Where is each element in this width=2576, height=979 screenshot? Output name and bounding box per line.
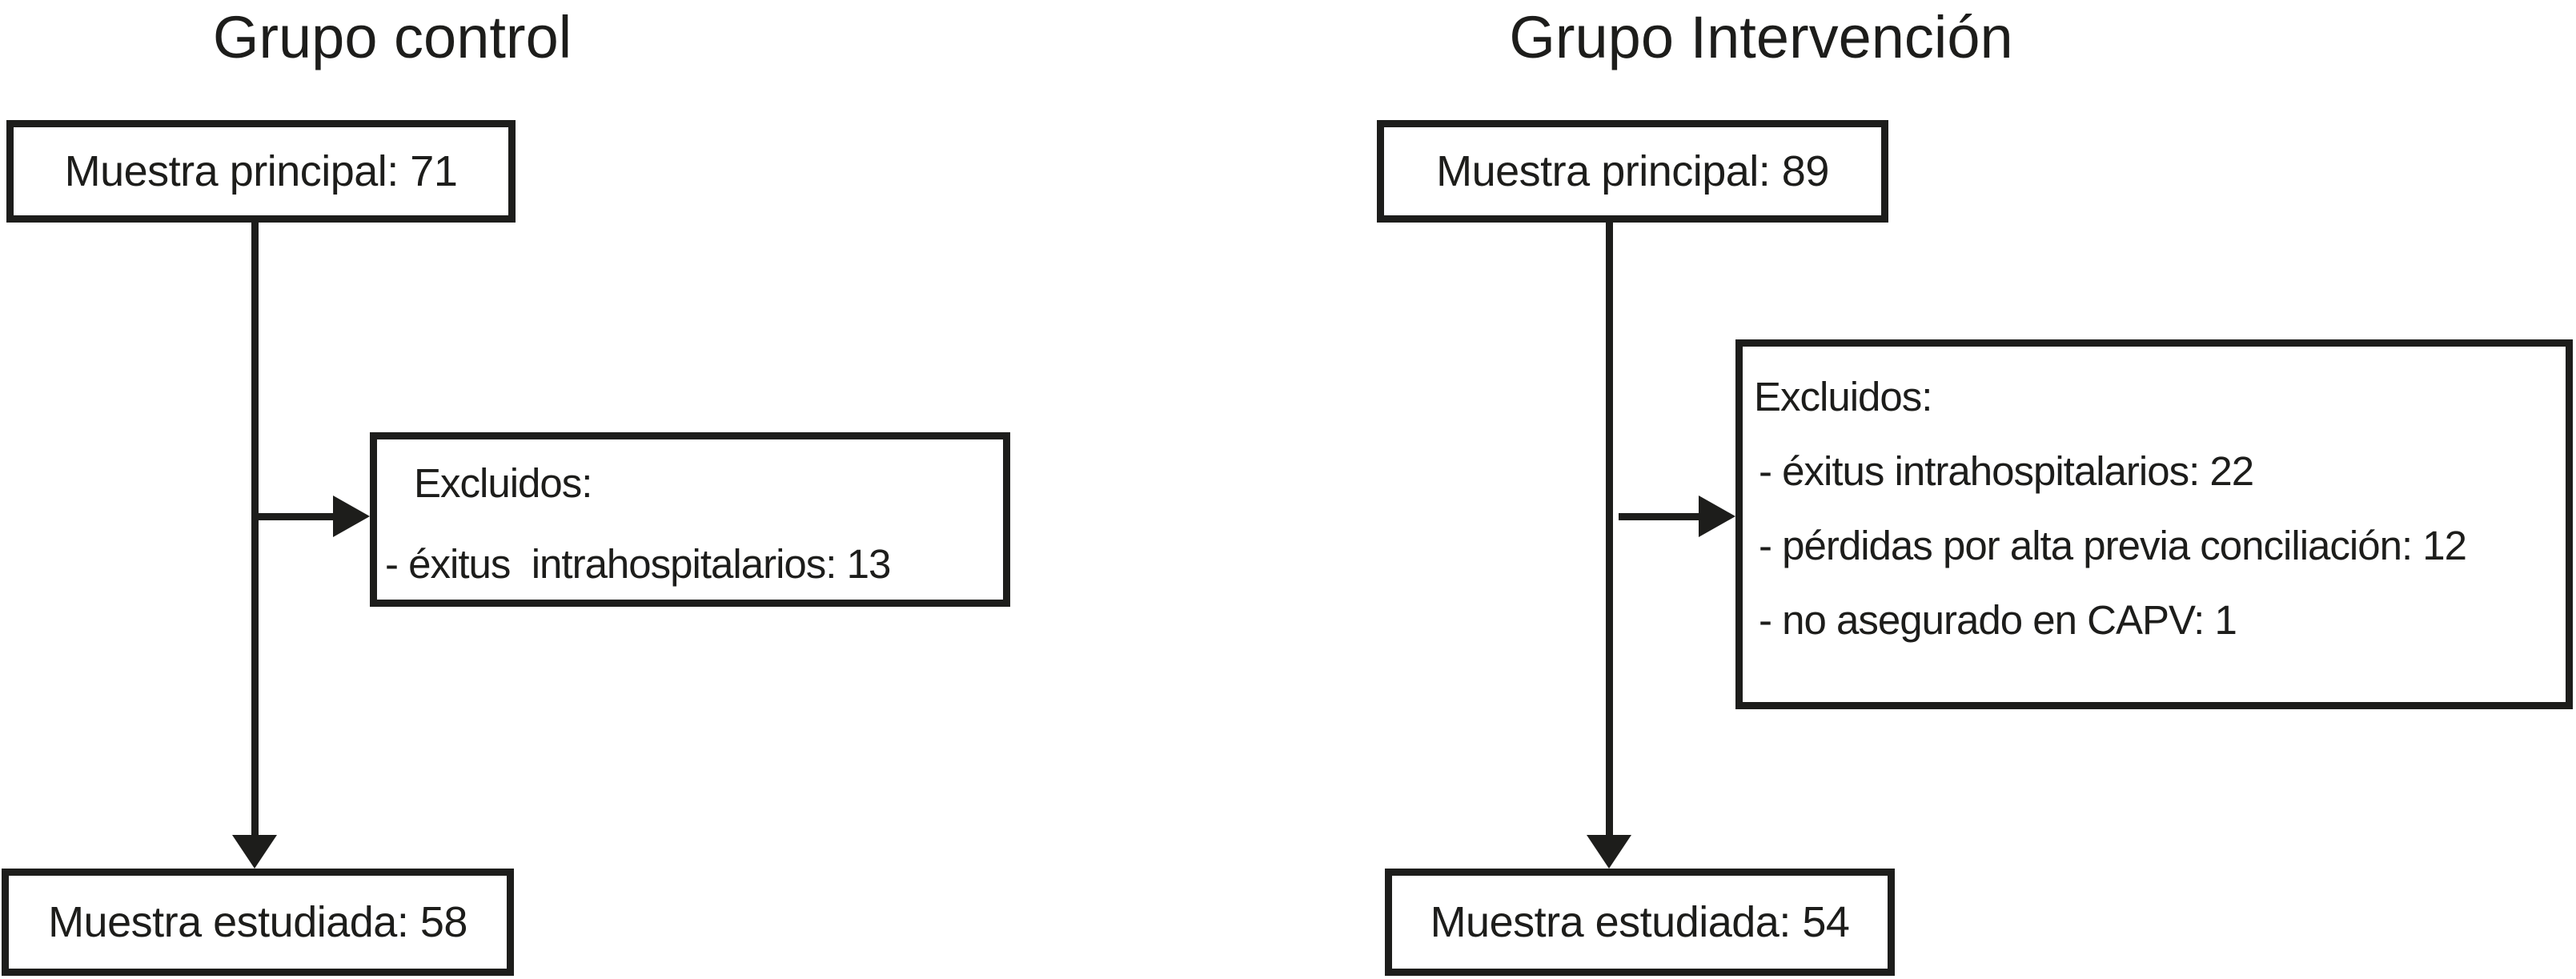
intervention-excluded-item: - éxitus intrahospitalarios: 22 [1759,448,2254,494]
control-excluded-header: Excluidos: [414,460,592,506]
intervention-main-sample-box: Muestra principal: 89 [1377,120,1888,223]
intervention-excluded-item: - pérdidas por alta previa conciliación:… [1759,523,2467,568]
intervention-excluded-box: Excluidos: - éxitus intrahospitalarios: … [1735,339,2573,709]
intervention-excluded-header: Excluidos: [1754,374,1932,419]
control-studied-sample-box: Muestra estudiada: 58 [2,869,514,976]
intervention-branch-connector [1619,513,1699,520]
control-branch-connector [251,513,339,520]
control-flow-vertical-connector [251,223,259,835]
intervention-arrow-down-icon [1587,835,1631,869]
intervention-main-sample-label: Muestra principal: 89 [1436,147,1829,195]
control-excluded-box: Excluidos: - éxitus intrahospitalarios: … [370,432,1010,607]
intervention-studied-sample-box: Muestra estudiada: 54 [1385,869,1895,976]
control-arrow-down-icon [232,835,277,869]
control-group-title: Grupo control [212,4,572,70]
intervention-flow-vertical-connector [1606,223,1613,835]
intervention-studied-sample-label: Muestra estudiada: 54 [1430,898,1850,946]
control-arrow-right-icon [333,496,370,537]
control-studied-sample-label: Muestra estudiada: 58 [48,898,467,946]
intervention-group-title: Grupo Intervención [1509,4,2013,70]
control-excluded-item: - éxitus intrahospitalarios: 13 [385,541,891,587]
control-main-sample-box: Muestra principal: 71 [6,120,516,223]
intervention-arrow-right-icon [1699,496,1735,537]
control-main-sample-label: Muestra principal: 71 [64,147,458,195]
intervention-excluded-item: - no asegurado en CAPV: 1 [1759,597,2237,643]
